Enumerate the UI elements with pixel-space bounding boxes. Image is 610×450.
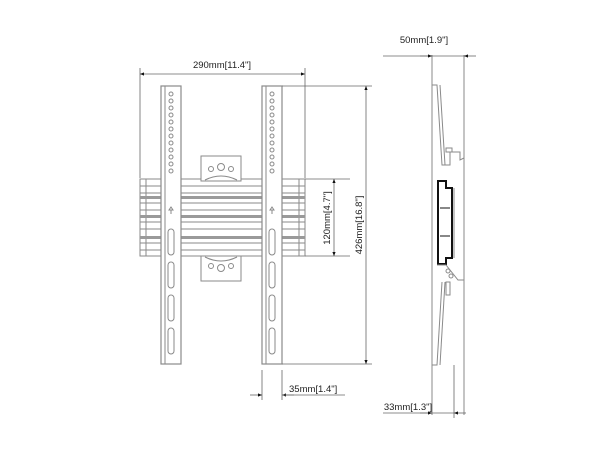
strap-width-dimension-label: 35mm[1.4"]: [289, 384, 337, 395]
side-strap-bottom: [445, 281, 451, 296]
front-dimensions: [139, 68, 372, 400]
strap-holes-right: [269, 91, 275, 174]
width-dimension-label: 290mm[11.4"]: [193, 60, 251, 71]
strap-holes-left: [168, 91, 174, 174]
rail-height-dimension-label: 120mm[4.7"]: [322, 191, 333, 245]
left-vertical-strap: [160, 85, 182, 365]
side-dimensions: [383, 54, 476, 418]
right-vertical-strap: [261, 85, 283, 365]
depth-max-dimension-label: 50mm[1.9"]: [400, 35, 448, 46]
side-center-bracket: [437, 180, 455, 265]
front-view: [139, 85, 306, 365]
side-strap-top: [432, 84, 465, 166]
bottom-center-bracket: [200, 255, 242, 282]
height-dimension-label: 426mm[16.8"]: [354, 196, 365, 255]
top-center-bracket: [200, 155, 242, 182]
depth-min-dimension-label: 33mm[1.3"]: [384, 402, 432, 413]
side-view: [431, 55, 465, 415]
